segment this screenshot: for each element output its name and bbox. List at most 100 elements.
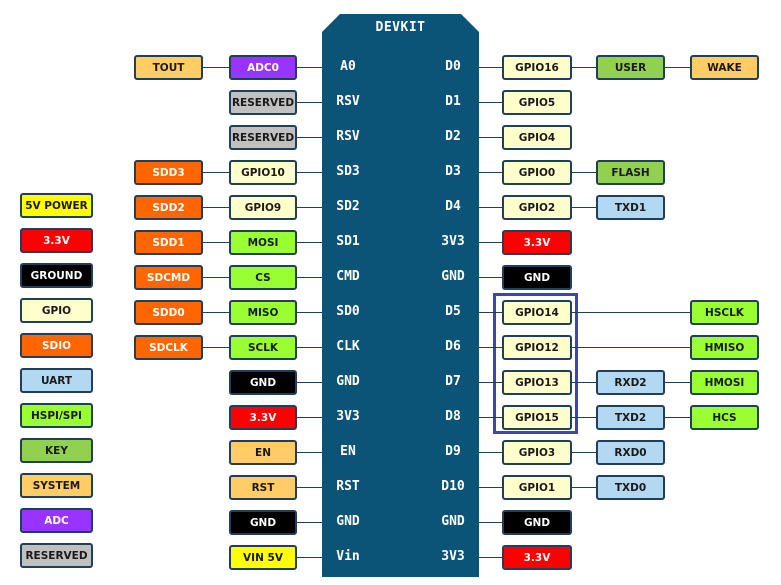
pin-label-left-3v3-10: 3V3 [336,409,360,424]
legend-item-ground: GROUND [20,263,93,288]
connector-left-4 [297,206,322,209]
func-gpio10: GPIO10 [229,160,297,185]
func-reserved: RESERVED [229,90,297,115]
func-sclk: SCLK [229,335,297,360]
connector-left-2 [297,136,322,139]
connector-right-12 [479,486,502,489]
connector-left-14 [297,556,322,559]
ext-sdd0: SDD0 [134,300,203,325]
func-gpio13: GPIO13 [502,370,572,395]
func-gpio14: GPIO14 [502,300,572,325]
func-gpio15: GPIO15 [502,405,572,430]
connector-left-9 [297,381,322,384]
func-gpio2: GPIO2 [502,195,572,220]
ext-hsclk: HSCLK [690,300,759,325]
legend-item-adc: ADC [20,508,93,533]
func-gpio5: GPIO5 [502,90,572,115]
legend-item-3-3v: 3.3V [20,228,93,253]
legend-item-5v-power: 5V POWER [20,193,93,218]
ext-hmiso: HMISO [690,335,759,360]
ext-tout: TOUT [134,55,203,80]
connector-right-ext-10 [665,416,690,419]
func-3-3v: 3.3V [502,545,572,570]
connector-right-alt-10 [572,416,596,419]
connector-left-0 [297,66,322,69]
pin-label-left-clk-8: CLK [336,339,360,354]
func-gpio9: GPIO9 [229,195,297,220]
connector-right-alt-12 [572,486,596,489]
connector-left-10 [297,416,322,419]
pin-label-right-d1-1: D1 [445,94,461,109]
ext-hmosi: HMOSI [690,370,759,395]
func-gnd: GND [502,265,572,290]
pin-label-left-rsv-1: RSV [336,94,360,109]
connector-left-5 [297,241,322,244]
pin-label-right-d3-3: D3 [445,164,461,179]
pin-label-right-d10-12: D10 [441,479,465,494]
ext-sdd1: SDD1 [134,230,203,255]
pin-label-right-d6-8: D6 [445,339,461,354]
func-gpio3: GPIO3 [502,440,572,465]
connector-left-ext-0 [203,66,229,69]
hspi-highlight-frame [493,293,578,434]
pin-label-left-a0-0: A0 [340,59,356,74]
alt-rxd0: RXD0 [596,440,665,465]
connector-left-3 [297,171,322,174]
legend-item-key: KEY [20,438,93,463]
connector-right-4 [479,206,502,209]
pin-label-left-sd1-5: SD1 [336,234,360,249]
func-rst: RST [229,475,297,500]
connector-right-10 [479,416,502,419]
pin-label-right-d0-0: D0 [445,59,461,74]
pin-label-left-gnd-9: GND [336,374,360,389]
pin-label-right-3v3-14: 3V3 [441,549,465,564]
connector-right-ext-7 [572,311,690,314]
connector-right-alt-3 [572,171,596,174]
ext-sdcmd: SDCMD [134,265,203,290]
connector-right-alt-9 [572,381,596,384]
ext-hcs: HCS [690,405,759,430]
connector-left-13 [297,521,322,524]
pin-label-left-rst-12: RST [336,479,360,494]
ext-sdclk: SDCLK [134,335,203,360]
alt-txd2: TXD2 [596,405,665,430]
pin-label-right-d7-9: D7 [445,374,461,389]
connector-right-ext-8 [572,346,690,349]
connector-left-ext-3 [203,171,229,174]
connector-left-ext-7 [203,311,229,314]
pin-label-right-d5-7: D5 [445,304,461,319]
connector-right-11 [479,451,502,454]
connector-right-ext-0 [665,66,690,69]
pin-label-right-d4-4: D4 [445,199,461,214]
func-gpio16: GPIO16 [502,55,572,80]
pin-label-left-sd0-7: SD0 [336,304,360,319]
pin-label-left-sd2-4: SD2 [336,199,360,214]
connector-right-3 [479,171,502,174]
connector-left-6 [297,276,322,279]
connector-right-1 [479,101,502,104]
func-vin-5v: VIN 5V [229,545,297,570]
pin-label-right-3v3-5: 3V3 [441,234,465,249]
func-gpio1: GPIO1 [502,475,572,500]
pin-label-right-gnd-6: GND [441,269,465,284]
legend-item-sdio: SDIO [20,333,93,358]
connector-left-7 [297,311,322,314]
func-3-3v: 3.3V [502,230,572,255]
connector-left-ext-5 [203,241,229,244]
connector-left-12 [297,486,322,489]
connector-left-8 [297,346,322,349]
func-3-3v: 3.3V [229,405,297,430]
pin-label-right-d8-10: D8 [445,409,461,424]
pin-label-right-d2-2: D2 [445,129,461,144]
board-title: DEVKIT [375,20,426,35]
pin-label-left-cmd-6: CMD [336,269,360,284]
pin-label-left-vin-14: Vin [336,549,360,564]
connector-right-2 [479,136,502,139]
connector-right-alt-0 [572,66,596,69]
func-gnd: GND [502,510,572,535]
alt-txd0: TXD0 [596,475,665,500]
legend-item-reserved: RESERVED [20,543,93,568]
connector-left-ext-4 [203,206,229,209]
connector-right-0 [479,66,502,69]
